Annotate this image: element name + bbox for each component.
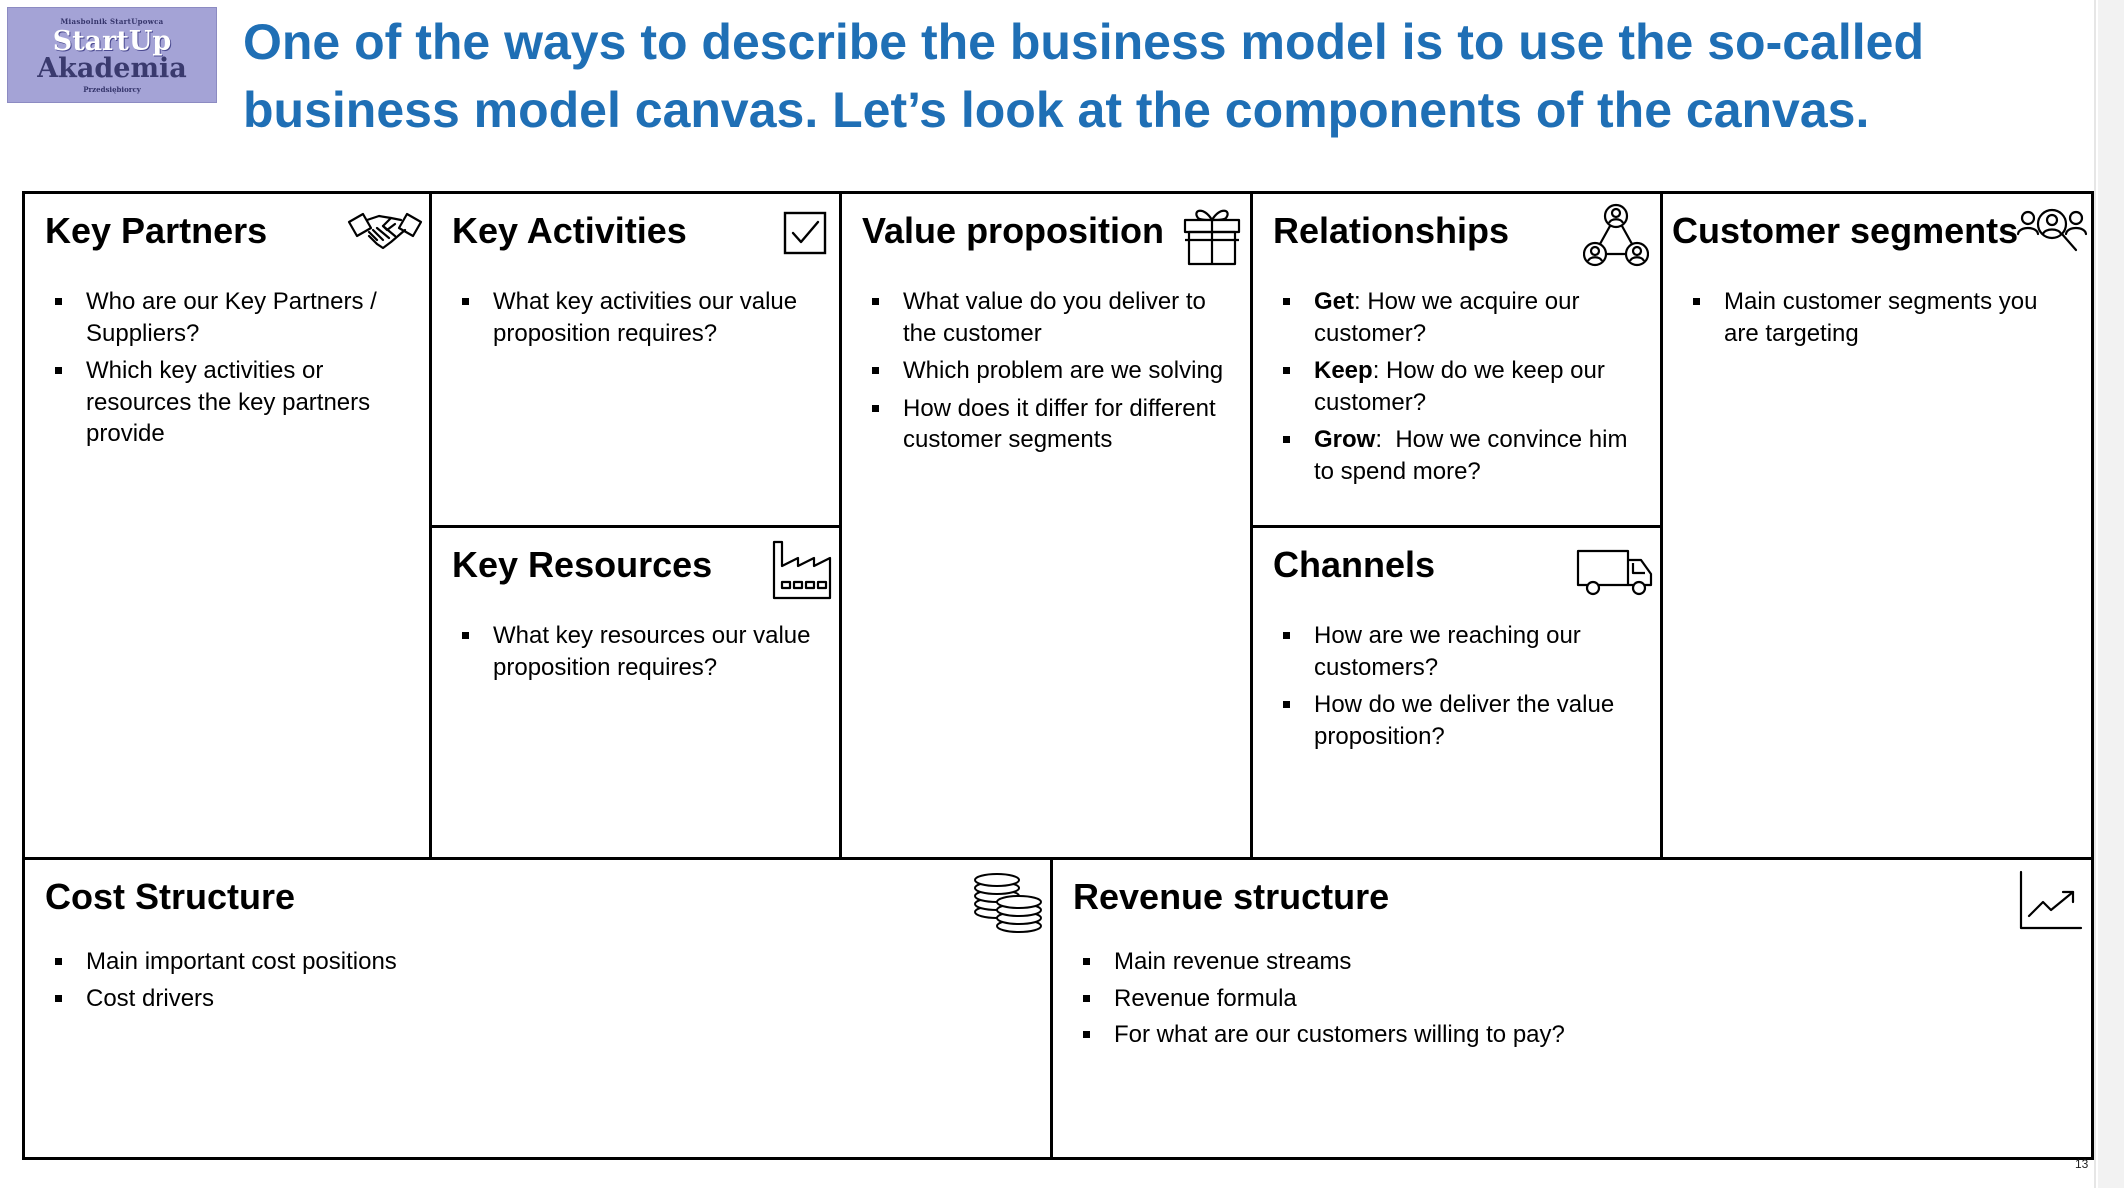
startup-akademia-logo: Miasbolnik StartUpowca StartUp Akademia … [7, 7, 217, 103]
channels-list: How are we reaching our customers? How d… [1275, 620, 1646, 758]
list-item: Cost drivers [47, 983, 1036, 1015]
channels-title: Channels [1273, 544, 1436, 585]
key-resources-block: Key Resources What key resources our val… [429, 525, 842, 860]
customer-segments-block: Customer segments Main customer segments… [1660, 191, 2094, 860]
list-item: How does it differ for different custome… [864, 393, 1236, 456]
customer-segments-title: Customer segments [1672, 210, 2019, 251]
growth-chart-icon [2019, 870, 2083, 930]
key-activities-block: Key Activities What key activities our v… [429, 191, 842, 528]
logo-line1: StartUp [52, 26, 172, 57]
revenue-structure-list: Main revenue streams Revenue formula For… [1075, 946, 2077, 1056]
key-partners-list: Who are our Key Partners / Suppliers? Wh… [47, 286, 415, 456]
list-item: Keep: How do we keep our customer? [1275, 355, 1646, 418]
customer-segments-list: Main customer segments you are targeting [1685, 286, 2077, 355]
slide-headline: One of the ways to describe the business… [243, 14, 1924, 138]
key-activities-list: What key activities our value propositio… [454, 286, 825, 355]
list-item: Which key activities or resources the ke… [47, 355, 415, 450]
list-item: For what are our customers willing to pa… [1075, 1019, 2077, 1051]
factory-icon [772, 540, 832, 600]
list-item: What key activities our value propositio… [454, 286, 825, 349]
relationships-list: Get: How we acquire our customer? Keep: … [1275, 286, 1646, 493]
key-partners-block: Key Partners Who are our Key Partners / … [22, 191, 432, 860]
list-item: Main revenue streams [1075, 946, 2077, 978]
logo-line2: Akademia [37, 53, 187, 84]
channels-block: Channels How are we reaching our custome… [1250, 525, 1663, 860]
cost-structure-block: Cost Structure Main important cost posit… [22, 857, 1053, 1160]
business-model-canvas: Key Partners Who are our Key Partners / … [22, 191, 2094, 1160]
keep-text: : How do we keep our customer? [1314, 357, 1605, 416]
logo-bottom-text: Przedsiębiorcy [83, 85, 141, 94]
list-item: What key resources our value proposition… [454, 620, 825, 683]
key-partners-title: Key Partners [45, 210, 268, 251]
value-proposition-block: Value proposition What value do you deli… [839, 191, 1253, 860]
checkbox-icon [783, 211, 827, 255]
relationships-block: Relationships Get: How we acquire our cu… [1250, 191, 1663, 528]
network-people-icon [1583, 203, 1649, 267]
value-proposition-title: Value proposition [862, 210, 1165, 251]
list-item: How do we deliver the value proposition? [1275, 689, 1646, 752]
get-label: Get [1314, 288, 1355, 315]
revenue-structure-title: Revenue structure [1073, 876, 1390, 917]
list-item: Main customer segments you are targeting [1685, 286, 2077, 349]
list-item: Which problem are we solving [864, 355, 1236, 387]
keep-label: Keep [1314, 357, 1373, 384]
logo-top-text: Miasbolnik StartUpowca [60, 17, 164, 26]
key-resources-title: Key Resources [452, 544, 713, 585]
page-number: 13 [2075, 1157, 2089, 1171]
gift-icon [1183, 209, 1241, 266]
truck-icon [1576, 549, 1653, 596]
list-item: Get: How we acquire our customer? [1275, 286, 1646, 349]
list-item: How are we reaching our customers? [1275, 620, 1646, 683]
key-activities-title: Key Activities [452, 210, 687, 251]
people-search-icon [2016, 208, 2088, 252]
grow-text: : How we convince him to spend more? [1314, 426, 1635, 485]
list-item: Main important cost positions [47, 946, 1036, 978]
relationships-title: Relationships [1273, 210, 1510, 251]
list-item: Who are our Key Partners / Suppliers? [47, 286, 415, 349]
key-resources-list: What key resources our value proposition… [454, 620, 825, 689]
window-edge [2098, 0, 2124, 1188]
cost-structure-list: Main important cost positions Cost drive… [47, 946, 1036, 1019]
value-proposition-list: What value do you deliver to the custome… [864, 286, 1236, 462]
get-text: : How we acquire our customer? [1314, 288, 1580, 347]
grow-label: Grow [1314, 426, 1376, 453]
handshake-icon [347, 212, 423, 250]
cost-structure-title: Cost Structure [45, 876, 296, 917]
revenue-structure-block: Revenue structure Main revenue streams R… [1050, 857, 2094, 1160]
coins-icon [974, 873, 1042, 933]
list-item: What value do you deliver to the custome… [864, 286, 1236, 349]
list-item: Grow: How we convince him to spend more? [1275, 424, 1646, 487]
list-item: Revenue formula [1075, 983, 2077, 1015]
